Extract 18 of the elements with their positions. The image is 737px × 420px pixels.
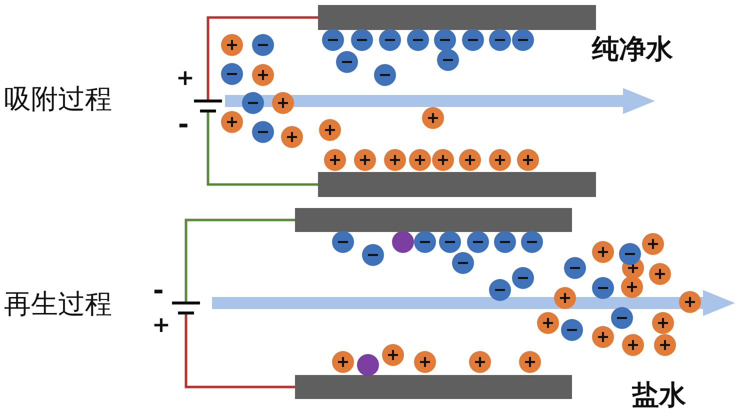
battery-symbol [194,100,222,112]
battery-symbol [172,302,200,314]
process-label: 吸附过程 [4,86,112,113]
electrode-plate [318,5,596,30]
polarity-sign: + [152,315,170,337]
wire [184,314,295,388]
product-label: 纯净水 [592,36,673,63]
polarity-sign: + [176,68,194,90]
electrode-plate [295,208,572,232]
wire [184,218,295,302]
electrode-plate [318,172,596,197]
wire [206,112,318,186]
wire [206,16,318,100]
polarity-sign: - [178,112,189,138]
product-label: 盐水 [632,382,686,409]
process-label: 再生过程 [4,291,112,318]
polarity-sign: - [153,278,164,304]
electrode-plate [295,375,572,399]
